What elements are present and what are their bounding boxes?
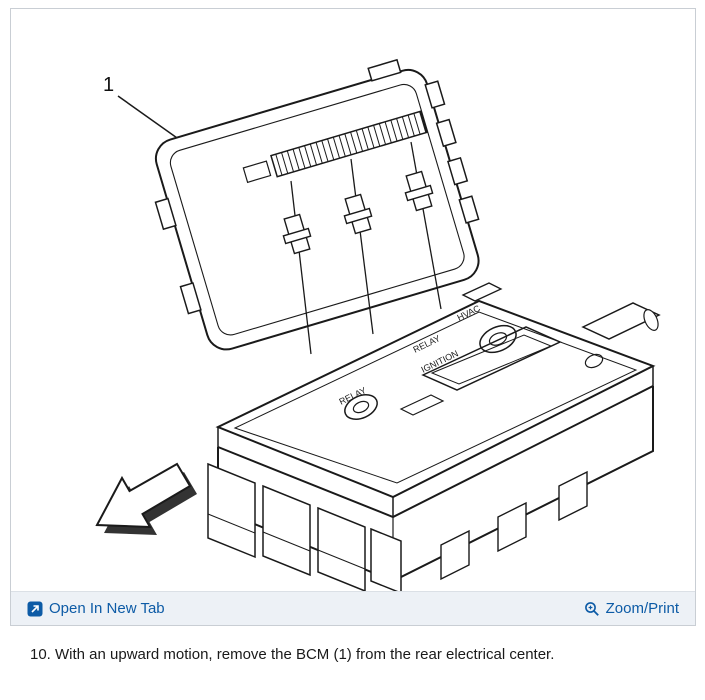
bcm-connector-strip: [270, 110, 428, 178]
zoom-print-link[interactable]: Zoom/Print: [584, 600, 679, 617]
zoom-print-label: Zoom/Print: [605, 600, 679, 617]
callout-number: 1: [103, 74, 114, 96]
bcm-module: [154, 58, 480, 351]
figure-frame: 1: [10, 8, 696, 626]
open-in-new-tab-icon: [27, 601, 43, 616]
open-in-new-tab-label: Open In New Tab: [49, 600, 165, 617]
zoom-icon: [584, 601, 599, 616]
step-caption: 10. With an upward motion, remove the BC…: [30, 646, 555, 663]
bcm-connector-guides: [282, 141, 442, 355]
bcm-removal-diagram: 1: [95, 58, 661, 591]
figure-toolbar: Open In New Tab Zoom/Print: [11, 591, 695, 625]
motion-arrow: [95, 462, 197, 535]
open-in-new-tab-link[interactable]: Open In New Tab: [27, 600, 165, 617]
figure-area: 1: [11, 9, 695, 591]
rear-electrical-center: HVAC RELAY IGNITION RELAY: [207, 282, 661, 591]
